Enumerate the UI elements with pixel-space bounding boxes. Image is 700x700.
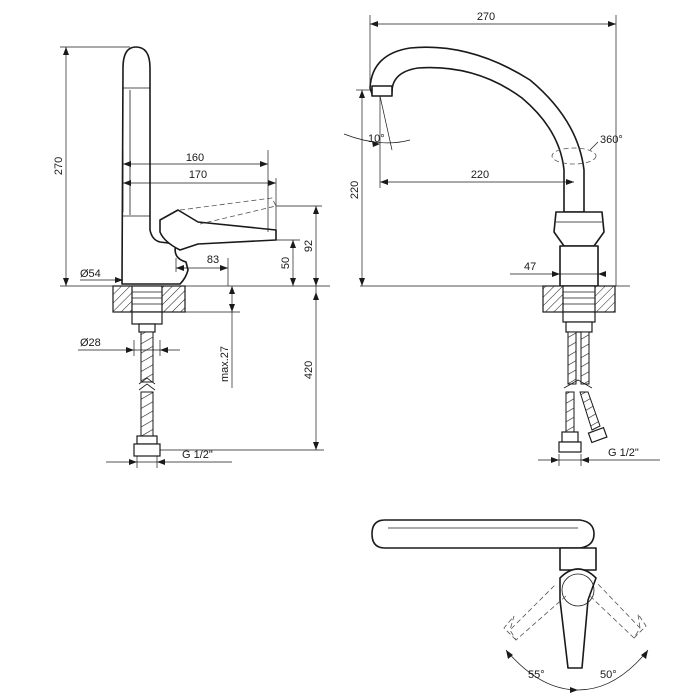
side-lever	[159, 209, 277, 251]
side-base-bore	[131, 285, 163, 313]
side-dim-thread-label: G 1/2"	[182, 449, 213, 461]
side-nut-small	[138, 323, 156, 333]
side-dim-92-label: 92	[303, 240, 315, 252]
side-column	[121, 46, 189, 285]
side-hose-upper	[140, 331, 154, 383]
side-hose-break	[138, 377, 156, 385]
top-view: 55° 50°	[371, 519, 649, 693]
side-lever-raised	[179, 197, 277, 225]
front-hose-break	[563, 379, 593, 389]
front-dim-220-vert-label: 220	[349, 181, 361, 199]
front-rotation-ellipse	[551, 147, 597, 165]
side-dim-28-label: Ø28	[80, 337, 101, 349]
side-dim-50-label: 50	[280, 257, 292, 269]
front-spout	[369, 46, 585, 213]
side-dim-27-label: max.27	[219, 346, 231, 382]
front-rotation-leader	[589, 141, 599, 151]
top-lever-left-end	[503, 615, 517, 641]
top-spout	[371, 519, 595, 549]
front-rotation-label: 360°	[600, 134, 623, 146]
front-hose-left-lower	[565, 391, 575, 433]
top-angle-right-arc	[577, 649, 649, 691]
top-lever-right	[589, 583, 641, 639]
front-angle-label: 10°	[368, 133, 385, 145]
front-hose-nut-left	[558, 441, 582, 453]
side-hose-fitting	[136, 435, 158, 445]
front-base-bore	[562, 285, 596, 313]
front-hose-fitting-left	[561, 431, 579, 443]
front-aerator	[371, 85, 393, 97]
side-dim-170-label: 170	[189, 169, 207, 181]
front-view: 270 10° 360° 220 220 47 G 1/2"	[343, 11, 660, 466]
top-lever	[559, 568, 597, 669]
front-dim-47-label: 47	[524, 261, 536, 273]
front-dim-220-horiz-label: 220	[471, 169, 489, 181]
side-dim-83-label: 83	[207, 254, 219, 266]
front-hose-right-lower	[579, 391, 601, 431]
side-dim-270-label: 270	[53, 157, 65, 175]
side-dim-160-label: 160	[186, 152, 204, 164]
front-hose-left	[567, 331, 577, 385]
front-hose-fitting-right	[587, 426, 608, 444]
front-column-lower	[559, 245, 599, 287]
side-view: 270 160 170 83 50 92	[53, 46, 330, 468]
front-angle-arc	[343, 133, 411, 144]
top-lever-left	[509, 583, 567, 641]
top-column	[559, 547, 597, 571]
side-hose-nut	[133, 443, 161, 457]
side-hose-lower	[140, 391, 154, 437]
side-nut	[131, 311, 163, 325]
top-angle-left-label: 55°	[528, 669, 545, 681]
top-angle-right-label: 50°	[600, 669, 617, 681]
side-dim-420-label: 420	[303, 361, 315, 379]
top-cartridge	[561, 573, 595, 607]
side-hose-break	[138, 383, 156, 391]
front-hose-right	[580, 331, 590, 385]
top-lever-right-end	[633, 613, 647, 639]
side-dim-54-label: Ø54	[80, 268, 101, 280]
front-angle-line	[379, 95, 393, 151]
front-body	[553, 211, 605, 247]
front-nut	[562, 311, 596, 323]
front-nut-small	[565, 321, 593, 333]
front-dim-thread-label: G 1/2"	[608, 447, 639, 459]
front-dim-270-label: 270	[477, 11, 495, 23]
